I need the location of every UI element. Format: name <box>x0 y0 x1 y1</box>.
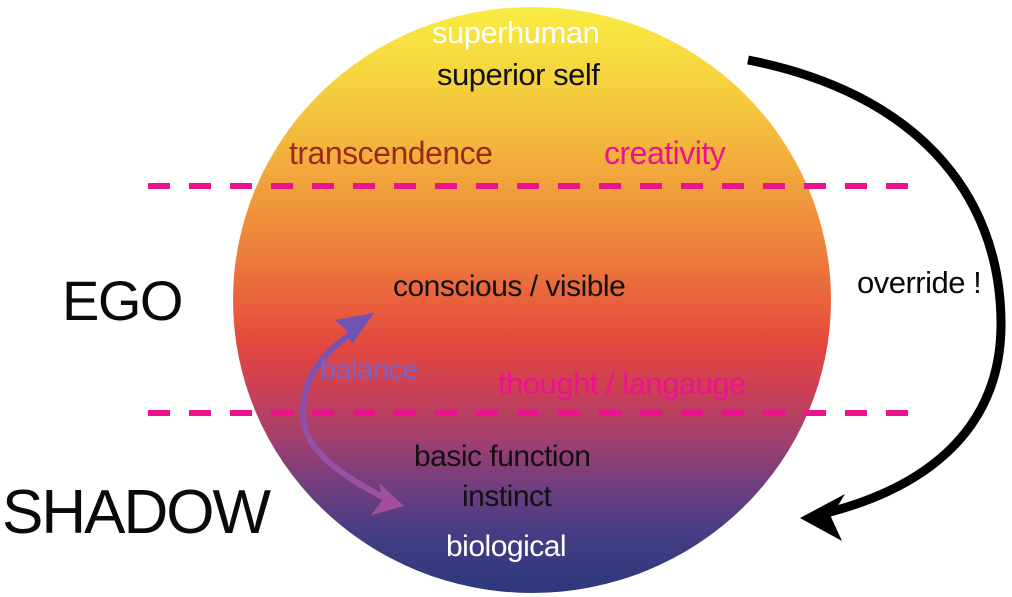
superior-self-label: superior self <box>437 57 600 92</box>
creativity-label: creativity <box>604 135 726 171</box>
shadow-label: SHADOW <box>2 478 271 547</box>
ego-label: EGO <box>62 269 183 332</box>
superhuman-label: superhuman <box>432 15 600 50</box>
override-arrow <box>747 55 1006 518</box>
override-arrowhead-icon <box>800 494 845 541</box>
balance-arrowhead-top-icon <box>335 313 374 344</box>
balance-arrowhead-bottom-icon <box>371 483 404 515</box>
override-label: override ! <box>857 265 982 300</box>
balance-label: balance <box>320 354 419 386</box>
conscious-visible-label: conscious / visible <box>393 270 626 303</box>
thought-language-label: thought / langauge <box>498 366 746 401</box>
instinct-label: instinct <box>462 480 552 513</box>
basic-function-label: basic function <box>414 440 591 473</box>
balance-arrow <box>299 327 387 501</box>
transcendence-label: transcendence <box>289 135 493 171</box>
biological-label: biological <box>446 530 567 563</box>
gradient-circle <box>233 7 831 593</box>
